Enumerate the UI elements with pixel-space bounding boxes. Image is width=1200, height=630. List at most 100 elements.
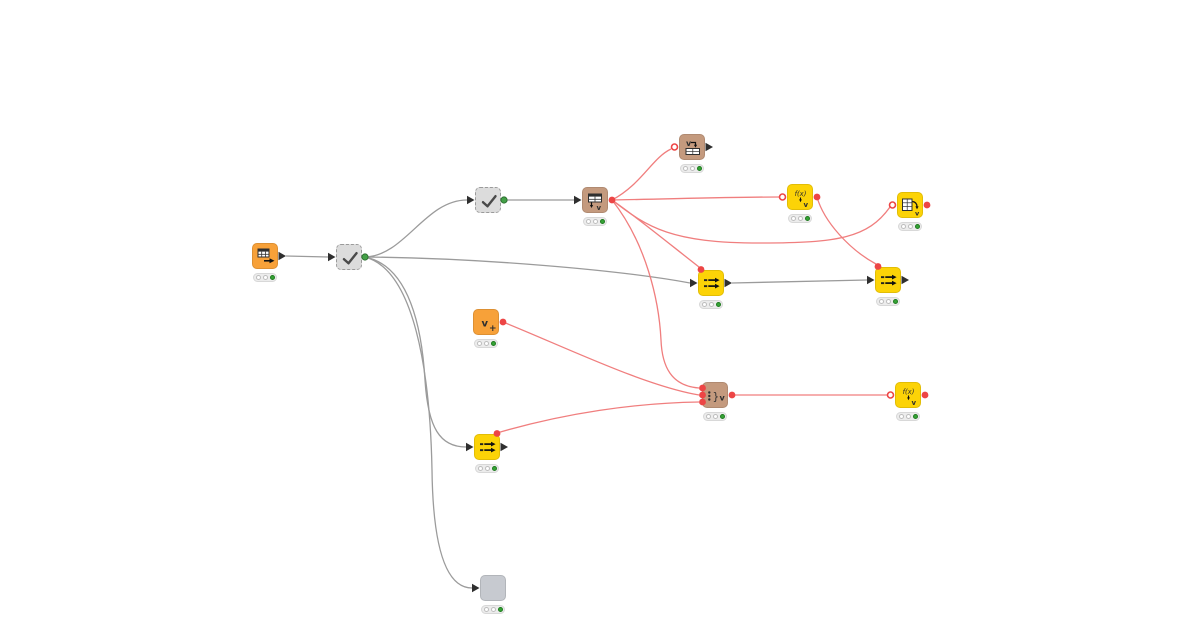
data-output-port[interactable] — [500, 442, 509, 452]
checkmark-icon — [342, 252, 358, 265]
flow-variable-input-port[interactable] — [874, 263, 882, 270]
status-dot-idle — [797, 216, 803, 221]
node-table-column-to-variable[interactable]: v — [897, 192, 923, 218]
status-dot-idle — [483, 341, 489, 346]
node-gray-node[interactable] — [480, 575, 506, 601]
data-output-port[interactable] — [901, 275, 910, 285]
connection-column-merger-1-to-column-merger-2[interactable] — [731, 279, 868, 284]
none-icon — [481, 576, 507, 602]
node-column-merger-2[interactable] — [875, 267, 901, 293]
status-dot-idle — [255, 275, 261, 280]
node-column-merger-1[interactable] — [698, 270, 724, 296]
svg-text:v: v — [686, 139, 692, 148]
flow-variable-input-port[interactable] — [778, 193, 787, 201]
status-dot-executed — [719, 414, 725, 419]
node-status-traffic-light — [583, 217, 607, 226]
table-v-icon: v — [588, 193, 602, 212]
node-metanode-1[interactable] — [336, 244, 362, 270]
flow-variable-input-port[interactable] — [699, 398, 706, 406]
table-arrow-icon — [257, 248, 275, 264]
flow-variable-output-port[interactable] — [813, 193, 821, 201]
data-output-port[interactable] — [705, 142, 714, 152]
node-status-traffic-light — [896, 412, 920, 421]
metanode-output-port[interactable] — [500, 196, 508, 204]
node-status-traffic-light — [699, 300, 723, 309]
status-dot-idle — [701, 302, 707, 307]
node-variable-to-table-row[interactable]: v — [679, 134, 705, 160]
connection-table-row-to-variable-to-variable-to-table-row[interactable] — [611, 148, 672, 201]
node-table-row-to-variable[interactable]: v — [582, 187, 608, 213]
status-dot-idle — [708, 302, 714, 307]
data-input-port[interactable] — [472, 583, 480, 593]
data-input-port[interactable] — [867, 275, 875, 285]
status-dot-idle — [592, 219, 598, 224]
svg-text:f(x): f(x) — [903, 388, 915, 396]
flow-variable-input-port[interactable] — [699, 391, 706, 399]
flow-variable-input-port[interactable] — [886, 391, 895, 399]
node-metanode-2[interactable] — [475, 187, 501, 213]
status-dot-idle — [712, 414, 718, 419]
flow-variable-input-port[interactable] — [888, 201, 897, 209]
data-output-port[interactable] — [278, 251, 287, 261]
svg-text:v: v — [482, 319, 489, 330]
node-status-traffic-light — [788, 214, 812, 223]
status-dot-executed — [491, 466, 497, 471]
flow-variable-output-port[interactable] — [499, 318, 507, 326]
node-merge-variables[interactable]: }v — [702, 382, 728, 408]
connection-string-manipulation-variable-1-to-column-merger-2[interactable] — [816, 196, 877, 265]
status-dot-idle — [477, 466, 483, 471]
status-dot-idle — [905, 414, 911, 419]
node-table-reader[interactable] — [252, 243, 278, 269]
data-input-port[interactable] — [690, 278, 698, 288]
connection-table-row-to-variable-to-table-column-to-variable[interactable] — [611, 199, 891, 244]
connection-table-row-to-variable-to-string-manipulation-variable-1[interactable] — [611, 196, 780, 201]
connection-table-reader-to-metanode-1[interactable] — [285, 255, 329, 258]
status-dot-idle — [790, 216, 796, 221]
flow-variable-output-port[interactable] — [493, 430, 501, 437]
status-dot-idle — [907, 224, 913, 229]
data-output-port[interactable] — [724, 278, 733, 288]
flow-variable-input-port[interactable] — [697, 266, 705, 273]
svg-text:v: v — [720, 394, 726, 403]
connection-column-merger-3-to-merge-variables[interactable] — [496, 401, 700, 434]
status-dot-executed — [912, 414, 918, 419]
flow-variable-input-port[interactable] — [699, 384, 706, 392]
connection-variable-creator-to-merge-variables[interactable] — [502, 321, 700, 396]
merge-v-icon: }v — [708, 391, 726, 403]
svg-text:v: v — [804, 201, 809, 209]
connection-metanode-1-to-column-merger-3[interactable] — [364, 256, 467, 448]
node-string-manipulation-variable-2[interactable]: f(x)v — [895, 382, 921, 408]
node-status-traffic-light — [898, 222, 922, 231]
flow-variable-output-port[interactable] — [921, 391, 929, 399]
metanode-output-port[interactable] — [361, 253, 369, 261]
connection-table-row-to-variable-to-column-merger-1[interactable] — [611, 199, 700, 268]
flow-variable-output-port[interactable] — [923, 201, 931, 209]
fx-v-icon: f(x)v — [795, 190, 809, 209]
connection-metanode-1-to-gray-node[interactable] — [364, 256, 473, 589]
data-input-port[interactable] — [574, 195, 582, 205]
status-dot-executed — [599, 219, 605, 224]
connection-metanode-1-to-column-merger-1[interactable] — [364, 256, 691, 284]
node-variable-creator[interactable]: v+ — [473, 309, 499, 335]
svg-text:v: v — [915, 210, 920, 218]
merge-arrows-icon — [881, 274, 897, 286]
node-status-traffic-light — [703, 412, 727, 421]
connection-metanode-1-to-metanode-2[interactable] — [364, 199, 468, 258]
data-input-port[interactable] — [328, 252, 336, 262]
node-status-traffic-light — [474, 339, 498, 348]
flow-variable-output-port[interactable] — [608, 196, 616, 204]
flow-variable-input-port[interactable] — [670, 143, 679, 151]
node-status-traffic-light — [475, 464, 499, 473]
status-dot-executed — [497, 607, 503, 612]
node-string-manipulation-variable-1[interactable]: f(x)v — [787, 184, 813, 210]
connection-table-row-to-variable-to-merge-variables[interactable] — [611, 199, 700, 389]
node-column-merger-3[interactable] — [474, 434, 500, 460]
status-dot-idle — [585, 219, 591, 224]
data-input-port[interactable] — [467, 195, 475, 205]
data-input-port[interactable] — [466, 442, 474, 452]
status-dot-executed — [490, 341, 496, 346]
flow-variable-output-port[interactable] — [728, 391, 736, 399]
status-dot-executed — [892, 299, 898, 304]
status-dot-idle — [898, 414, 904, 419]
